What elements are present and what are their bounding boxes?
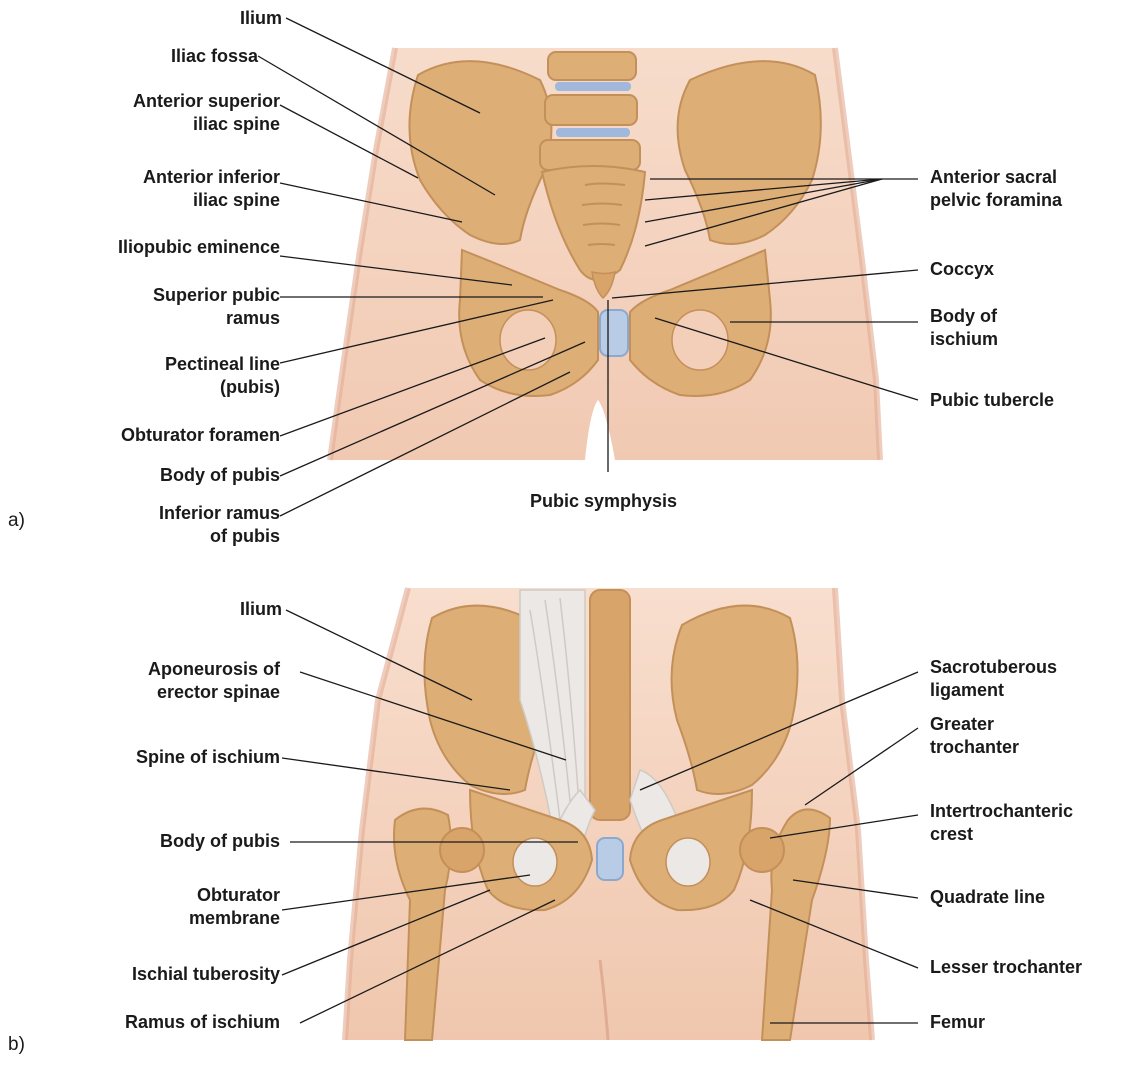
label-obturator-foramen: Obturator foramen: [121, 424, 280, 447]
panel-b-letter: b): [8, 1034, 25, 1056]
label-pubic-symphysis: Pubic symphysis: [530, 490, 677, 513]
label-ischial-tuberosity: Ischial tuberosity: [132, 963, 280, 986]
label-body-pubis-b: Body of pubis: [160, 830, 280, 853]
panel-a-letter: a): [8, 510, 25, 532]
label-intertrochanteric: Intertrochanteric crest: [930, 800, 1073, 846]
label-coccyx: Coccyx: [930, 258, 994, 281]
label-sacral-foramina: Anterior sacral pelvic foramina: [930, 166, 1062, 212]
label-iliopubic: Iliopubic eminence: [118, 236, 280, 259]
label-femur: Femur: [930, 1011, 985, 1034]
panel-a-illustration: [330, 48, 880, 460]
label-pubic-tubercle: Pubic tubercle: [930, 389, 1054, 412]
label-aponeurosis: Aponeurosis of erector spinae: [148, 658, 280, 704]
label-asis: Anterior superior iliac spine: [133, 90, 280, 136]
label-ilium-a: Ilium: [240, 7, 282, 30]
label-iliac-fossa: Iliac fossa: [171, 45, 258, 68]
label-sacrotuberous: Sacrotuberous ligament: [930, 656, 1057, 702]
label-pectineal: Pectineal line (pubis): [165, 353, 280, 399]
label-quadrate: Quadrate line: [930, 886, 1045, 909]
label-sup-pubic-ramus: Superior pubic ramus: [153, 284, 280, 330]
label-aiis: Anterior inferior iliac spine: [143, 166, 280, 212]
label-ramus-ischium: Ramus of ischium: [125, 1011, 280, 1034]
panel-b-illustration: [345, 588, 872, 1040]
label-ilium-b: Ilium: [240, 598, 282, 621]
label-body-pubis-a: Body of pubis: [160, 464, 280, 487]
label-body-ischium: Body of ischium: [930, 305, 998, 351]
label-spine-ischium: Spine of ischium: [136, 746, 280, 769]
label-inf-ramus: Inferior ramus of pubis: [159, 502, 280, 548]
label-greater-trochanter: Greater trochanter: [930, 713, 1019, 759]
label-lesser-trochanter: Lesser trochanter: [930, 956, 1082, 979]
label-obturator-membrane: Obturator membrane: [189, 884, 280, 930]
